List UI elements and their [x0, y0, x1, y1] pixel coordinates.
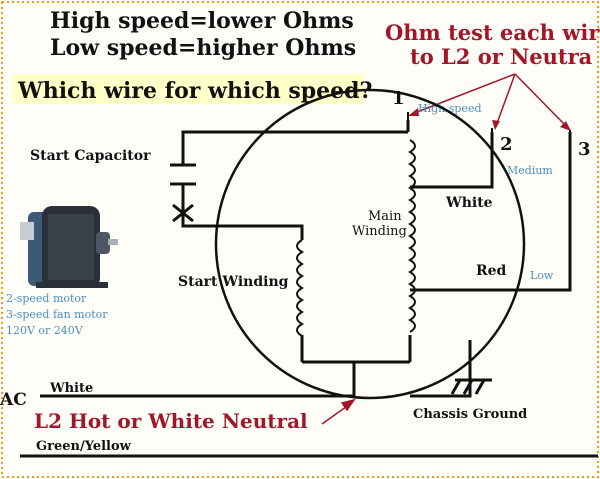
heading-question: Which wire for which speed? — [17, 78, 372, 104]
heading-line2: Low speed=higher Ohms — [50, 35, 356, 61]
motor-info-line1: 2-speed motor — [6, 292, 87, 305]
arrow-heads — [408, 108, 571, 131]
start-winding-coil — [296, 239, 304, 337]
low-speed-label: Low — [530, 269, 554, 282]
arrow-head-t3 — [560, 121, 571, 131]
chassis-ground-label: Chassis Ground — [413, 407, 527, 422]
red-tap-label: Red — [476, 263, 507, 279]
ohm-note-line2: to L2 or Neutra — [410, 44, 593, 69]
motor-info-line3: 120V or 240V — [6, 324, 84, 337]
motor-housing-circle — [214, 88, 526, 400]
ground-symbol-icon — [450, 360, 492, 395]
motor-endcap-right — [96, 232, 110, 254]
l2-note-label: L2 Hot or White Neutral — [34, 409, 308, 433]
wire-capacitor-top — [181, 130, 408, 165]
capacitor-x-2 — [172, 203, 194, 223]
ac-label: AC — [0, 390, 27, 410]
ground-leg-3 — [474, 379, 486, 395]
green-yellow-label: Green/Yellow — [36, 439, 132, 454]
arrow-to-t2 — [495, 73, 516, 127]
motor-base — [36, 282, 108, 288]
heading-line1: High speed=lower Ohms — [50, 8, 354, 34]
arrow-to-t3 — [514, 73, 569, 129]
l2-arrow — [321, 398, 356, 425]
arrow-head-t2 — [492, 120, 500, 130]
motor-shaft — [108, 239, 118, 245]
wire-neutral-chassis — [410, 340, 472, 398]
ground-leg-1 — [450, 379, 462, 395]
arrow-to-t1 — [411, 73, 516, 115]
start-capacitor-label: Start Capacitor — [30, 148, 151, 164]
motor-info-line2: 3-speed fan motor — [6, 308, 108, 321]
ohm-test-arrows — [411, 73, 569, 129]
l2-arrow-head — [340, 398, 356, 412]
terminal-2-label: 2 — [500, 134, 513, 155]
terminal-3-label: 3 — [578, 139, 591, 160]
capacitor-symbol-icon — [170, 163, 196, 223]
start-winding-label: Start Winding — [178, 274, 289, 290]
wire-capacitor-to-start — [181, 184, 304, 240]
medium-speed-label: Medium — [507, 164, 553, 177]
white-supply-label: White — [49, 381, 93, 396]
high-speed-label: High speed — [418, 102, 481, 115]
motor-label-plate — [20, 222, 34, 240]
main-winding-coil — [408, 139, 416, 333]
arrow-head-t1 — [408, 108, 419, 116]
main-winding-label-1: Main — [368, 209, 402, 224]
wire-red-tap — [410, 132, 572, 292]
wire-white-supply — [40, 362, 356, 398]
wire-white-tap — [410, 132, 494, 189]
main-winding-label-2: Winding — [352, 224, 407, 239]
white-tap-label: White — [445, 195, 493, 211]
question-highlight — [12, 74, 364, 104]
ground-leg-2 — [462, 379, 474, 395]
ohm-note-line1: Ohm test each wir — [385, 20, 600, 45]
terminal-posts — [407, 112, 571, 140]
electric-motor-icon — [20, 206, 118, 288]
wiring — [20, 120, 598, 458]
motor-body-shade — [48, 214, 94, 280]
